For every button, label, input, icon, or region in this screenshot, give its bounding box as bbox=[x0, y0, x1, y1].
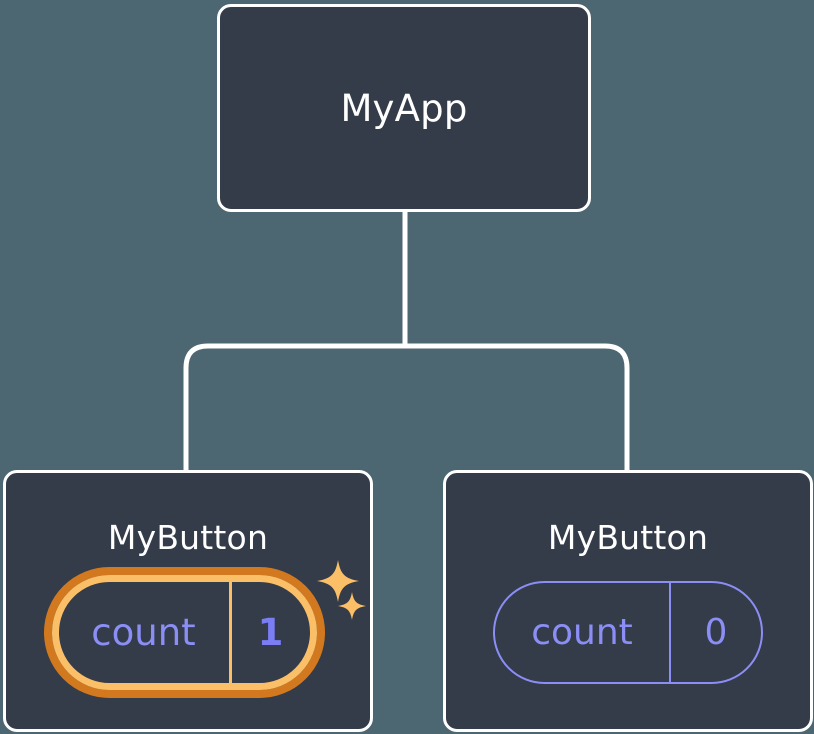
state-pill-wrapper: count 0 bbox=[446, 554, 810, 684]
state-value: 0 bbox=[669, 583, 761, 682]
state-pill-highlighted[interactable]: count 1 bbox=[43, 567, 325, 698]
state-key: count bbox=[91, 611, 196, 654]
connector-branch-bar bbox=[183, 343, 630, 470]
state-pill-inner: count 1 bbox=[51, 575, 317, 690]
state-key: count bbox=[531, 611, 633, 653]
node-title: MyButton bbox=[107, 518, 269, 557]
state-pill-wrapper: count 1 bbox=[6, 554, 370, 698]
node-title: MyButton bbox=[547, 518, 709, 557]
state-pill[interactable]: count 0 bbox=[493, 581, 763, 684]
state-value: 1 bbox=[228, 582, 310, 683]
node-title: MyApp bbox=[340, 86, 468, 130]
node-mybutton-left[interactable]: MyButton count 1 bbox=[3, 470, 373, 732]
node-mybutton-right[interactable]: MyButton count 0 bbox=[443, 470, 813, 732]
node-myapp[interactable]: MyApp bbox=[217, 4, 591, 212]
